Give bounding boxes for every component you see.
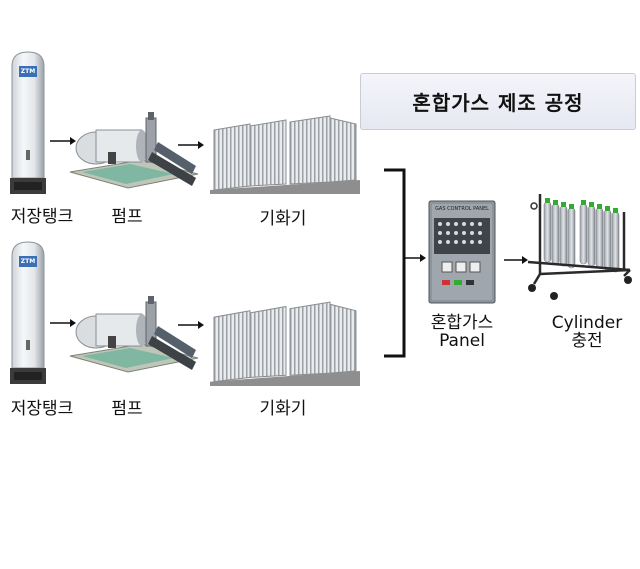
pump-label-1: 펌프 bbox=[111, 207, 143, 227]
cylinder-cart bbox=[527, 194, 632, 300]
tank-badge-2: ZTM bbox=[20, 258, 36, 265]
tank-badge-1: ZTM bbox=[20, 68, 36, 75]
pump-label-2: 펌프 bbox=[111, 399, 143, 419]
process-title: 혼합가스 제조 공정 bbox=[360, 73, 636, 130]
vaporizer-2 bbox=[210, 301, 360, 386]
storage-tank-1 bbox=[10, 51, 46, 194]
vaporizer-1 bbox=[210, 115, 360, 194]
storage-tank-2 bbox=[10, 241, 46, 384]
arrow-pump-vaporizer-1 bbox=[178, 141, 204, 149]
cylinder-label-line2: 충전 bbox=[571, 331, 603, 351]
tank-label-2: 저장탱크 bbox=[10, 399, 74, 419]
vaporizer-label-2: 기화기 bbox=[259, 399, 307, 419]
cylinder-label-line1: Cylinder bbox=[551, 313, 623, 333]
arrow-tank-pump-2 bbox=[50, 319, 76, 327]
merge-bracket bbox=[384, 168, 426, 358]
pump-1 bbox=[69, 112, 199, 189]
tank-label-1: 저장탱크 bbox=[10, 207, 74, 227]
pump-2 bbox=[69, 296, 199, 373]
panel-label-line2: Panel bbox=[439, 331, 485, 351]
arrow-pump-vaporizer-2 bbox=[178, 321, 204, 329]
arrow-panel-cylinder bbox=[504, 256, 528, 264]
vaporizer-label-1: 기화기 bbox=[259, 209, 307, 229]
gas-control-panel bbox=[428, 200, 496, 304]
panel-label-line1: 혼합가스 bbox=[430, 313, 494, 333]
panel-plate-text: GAS CONTROL PANEL bbox=[435, 206, 489, 212]
arrow-tank-pump-1 bbox=[50, 137, 76, 145]
